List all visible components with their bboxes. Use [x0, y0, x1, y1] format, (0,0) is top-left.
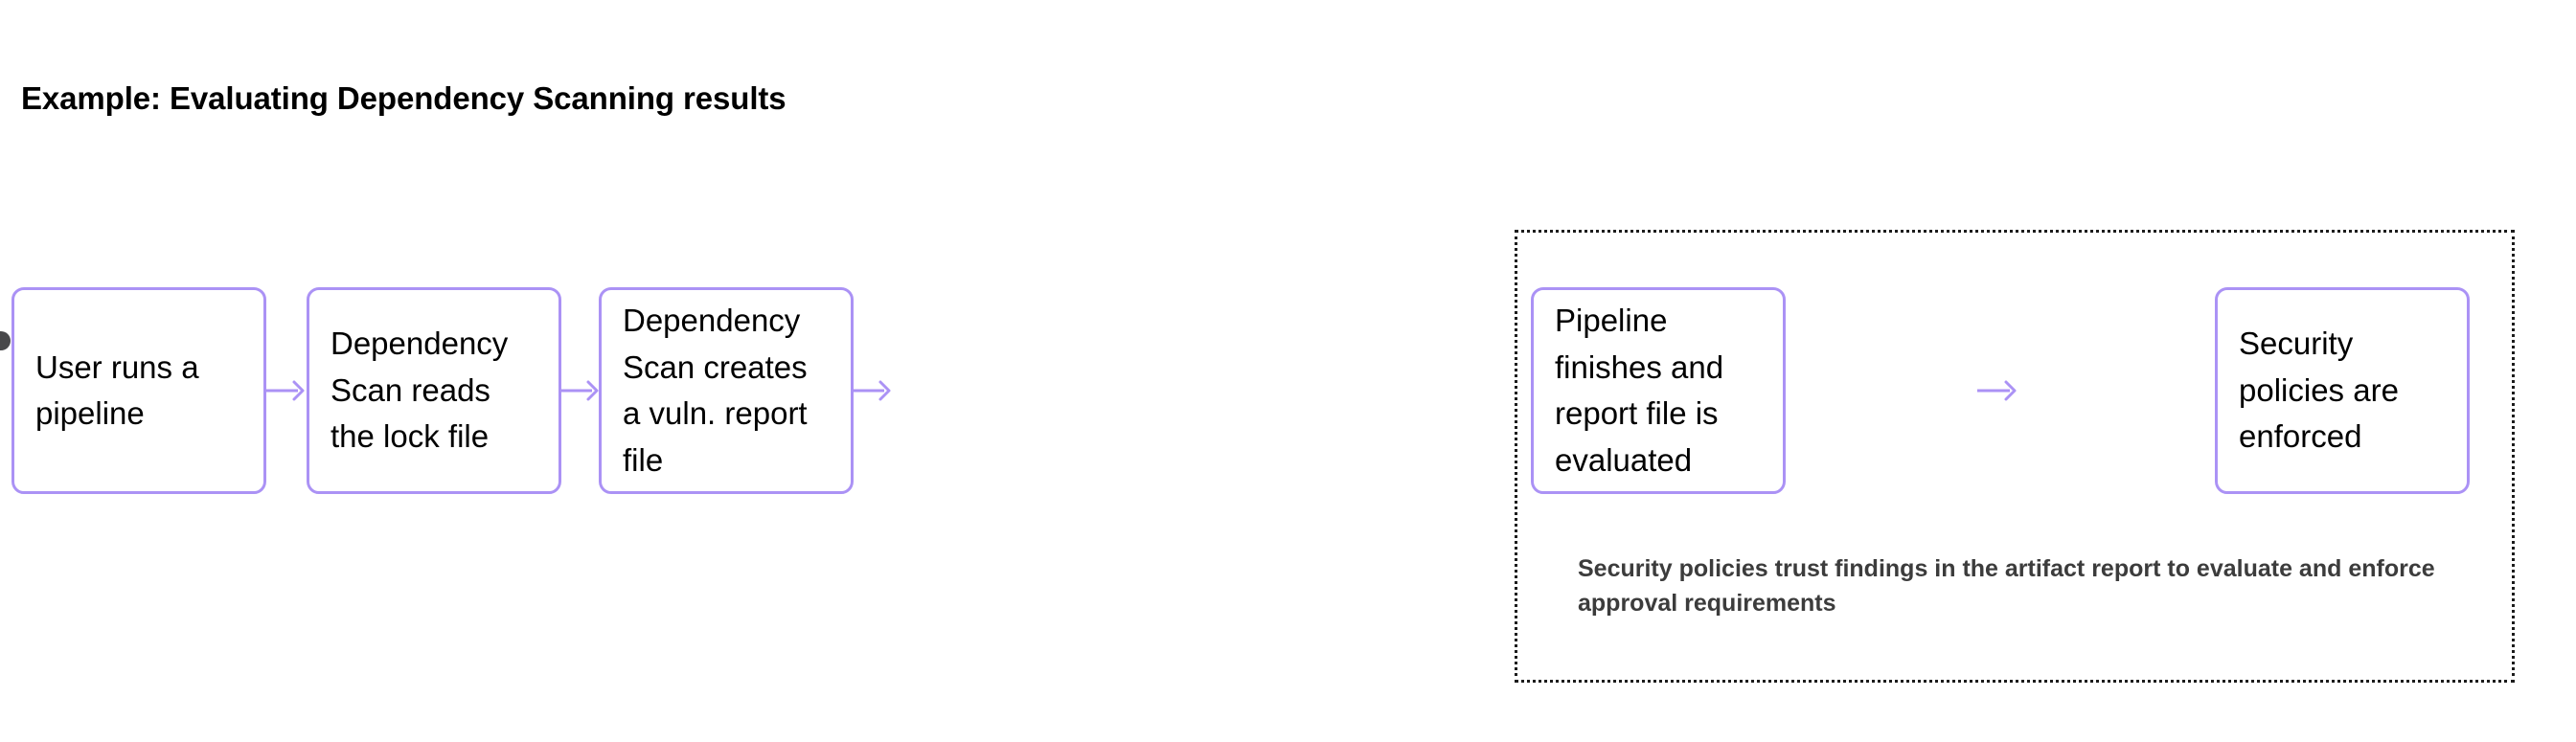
arrow-right-icon [852, 376, 894, 405]
flow-node-pipeline-finishes-report-evaluated[interactable]: Pipeline finishes and report file is eva… [1531, 287, 1786, 494]
flow-node-dependency-scan-reads-lock-file[interactable]: Dependency Scan reads the lock file [307, 287, 561, 494]
arrow-right-icon [559, 376, 602, 405]
group-caption: Security policies trust findings in the … [1578, 555, 2435, 617]
flow-node-label: Dependency Scan reads the lock file [331, 326, 509, 455]
arrow-right-icon [1977, 376, 2019, 405]
page-title: Example: Evaluating Dependency Scanning … [21, 80, 786, 116]
flow-node-label: User runs a pipeline [35, 349, 199, 432]
flow-node-dependency-scan-creates-report[interactable]: Dependency Scan creates a vuln. report f… [599, 287, 854, 494]
flow-node-user-runs-pipeline[interactable]: User runs a pipeline [11, 287, 266, 494]
arrow-right-icon [265, 376, 308, 405]
flow-node-label: Pipeline finishes and report file is eva… [1555, 303, 1724, 478]
security-policy-group-container [1515, 230, 2515, 683]
flow-node-label: Security policies are enforced [2239, 326, 2399, 455]
flow-node-security-policies-enforced[interactable]: Security policies are enforced [2215, 287, 2470, 494]
origin-dot-icon [0, 331, 11, 350]
flow-node-label: Dependency Scan creates a vuln. report f… [623, 303, 808, 478]
